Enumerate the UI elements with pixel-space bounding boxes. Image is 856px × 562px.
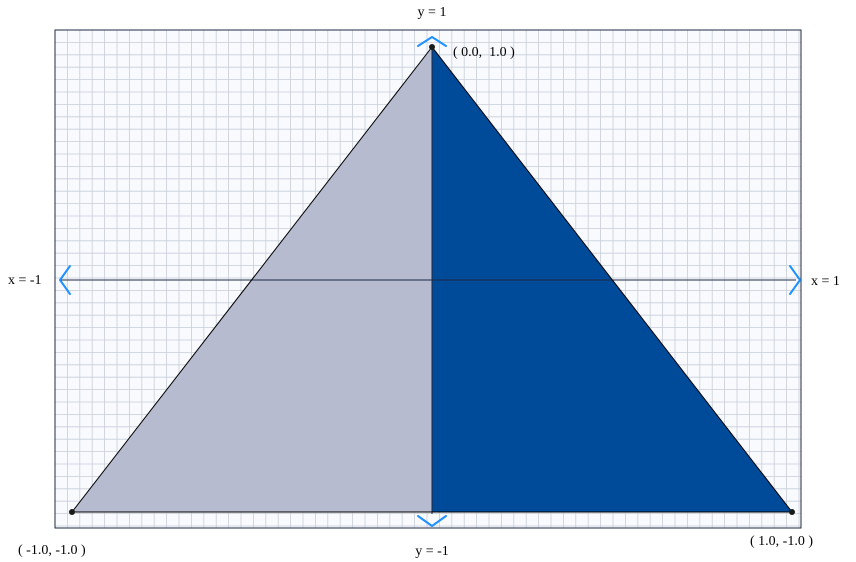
chevron-down-icon[interactable]	[417, 515, 447, 527]
vertex-bottom-left-label: ( -1.0, -1.0 )	[18, 543, 86, 558]
left-bound-label: x = -1	[8, 273, 42, 288]
vertex-top[interactable]	[429, 44, 435, 50]
plot-frame	[54, 29, 802, 529]
vertex-bottom-left[interactable]	[69, 509, 75, 515]
top-bound-label: y = 1	[418, 5, 447, 20]
triangle-outline	[70, 46, 794, 513]
vertex-bottom-right-label: ( 1.0, -1.0 )	[750, 534, 813, 549]
vertex-bottom-right[interactable]	[789, 509, 795, 515]
chevron-right-icon[interactable]	[789, 265, 801, 295]
right-bound-label: x = 1	[811, 274, 840, 289]
vertex-top-label: ( 0.0, 1.0 )	[453, 45, 515, 60]
bottom-bound-label: y = -1	[415, 544, 449, 559]
chevron-left-icon[interactable]	[59, 265, 71, 295]
chevron-up-icon[interactable]	[417, 36, 447, 47]
